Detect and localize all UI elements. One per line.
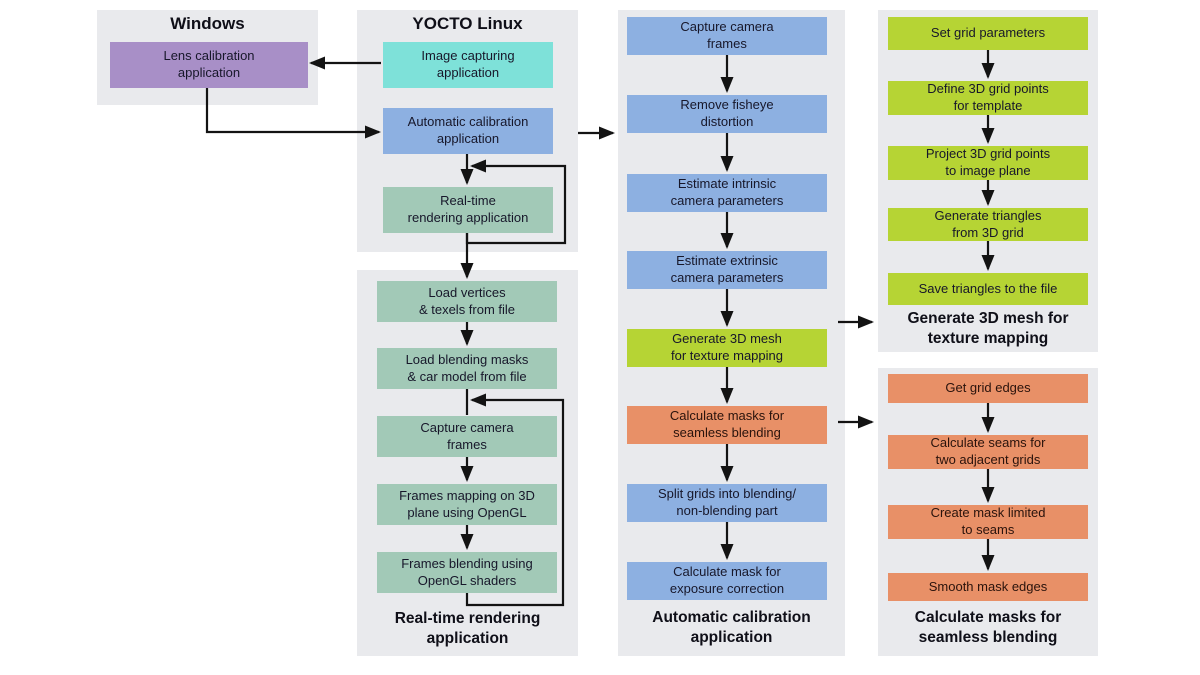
- box-frames-mapping-3d-plane: Frames mapping on 3D plane using OpenGL: [377, 484, 557, 525]
- box-lens-calibration-application: Lens calibration application: [110, 42, 308, 88]
- yocto-linux-title: YOCTO Linux: [412, 14, 523, 33]
- box-automatic-calibration-application: Automatic calibration application: [383, 108, 553, 154]
- box-frames-blending-opengl-shaders: Frames blending using OpenGL shaders: [377, 552, 557, 593]
- realtime-rendering-footer: Real-time rendering application: [394, 610, 541, 647]
- box-load-vertices-texels: Load vertices & texels from file: [377, 281, 557, 322]
- box-define-3d-grid-points: Define 3D grid points for template: [888, 81, 1088, 115]
- box-load-blending-masks-car-model: Load blending masks & car model from fil…: [377, 348, 557, 389]
- box-set-grid-parameters: Set grid parameters: [888, 17, 1088, 50]
- box-calculate-masks-seamless-blending: Calculate masks for seamless blending: [627, 406, 827, 444]
- box-capture-camera-frames-rt: Capture camera frames: [377, 416, 557, 457]
- box-calculate-mask-exposure-correction: Calculate mask for exposure correction: [627, 562, 827, 600]
- box-remove-fisheye-distortion: Remove fisheye distortion: [627, 95, 827, 133]
- box-generate-triangles: Generate triangles from 3D grid: [888, 208, 1088, 241]
- box-split-grids-blending: Split grids into blending/ non-blending …: [627, 484, 827, 522]
- box-smooth-mask-edges: Smooth mask edges: [888, 573, 1088, 601]
- box-get-grid-edges: Get grid edges: [888, 374, 1088, 403]
- box-estimate-extrinsic-parameters: Estimate extrinsic camera parameters: [627, 251, 827, 289]
- box-estimate-intrinsic-parameters: Estimate intrinsic camera parameters: [627, 174, 827, 212]
- box-project-3d-grid-points: Project 3D grid points to image plane: [888, 146, 1088, 180]
- generate-3d-mesh-footer: Generate 3D mesh for texture mapping: [907, 310, 1069, 347]
- box-create-mask-limited-to-seams: Create mask limited to seams: [888, 505, 1088, 539]
- box-generate-3d-mesh: Generate 3D mesh for texture mapping: [627, 329, 827, 367]
- box-calculate-seams: Calculate seams for two adjacent grids: [888, 435, 1088, 469]
- box-capture-camera-frames-ac: Capture camera frames: [627, 17, 827, 55]
- calculate-masks-footer: Calculate masks for seamless blending: [914, 609, 1062, 646]
- panel-realtime-rendering: [357, 270, 578, 656]
- box-image-capturing-application: Image capturing application: [383, 42, 553, 88]
- windows-title: Windows: [170, 14, 245, 33]
- box-realtime-rendering-application: Real-time rendering application: [383, 187, 553, 233]
- box-save-triangles: Save triangles to the file: [888, 273, 1088, 305]
- automatic-calibration-footer: Automatic calibration application: [652, 609, 811, 646]
